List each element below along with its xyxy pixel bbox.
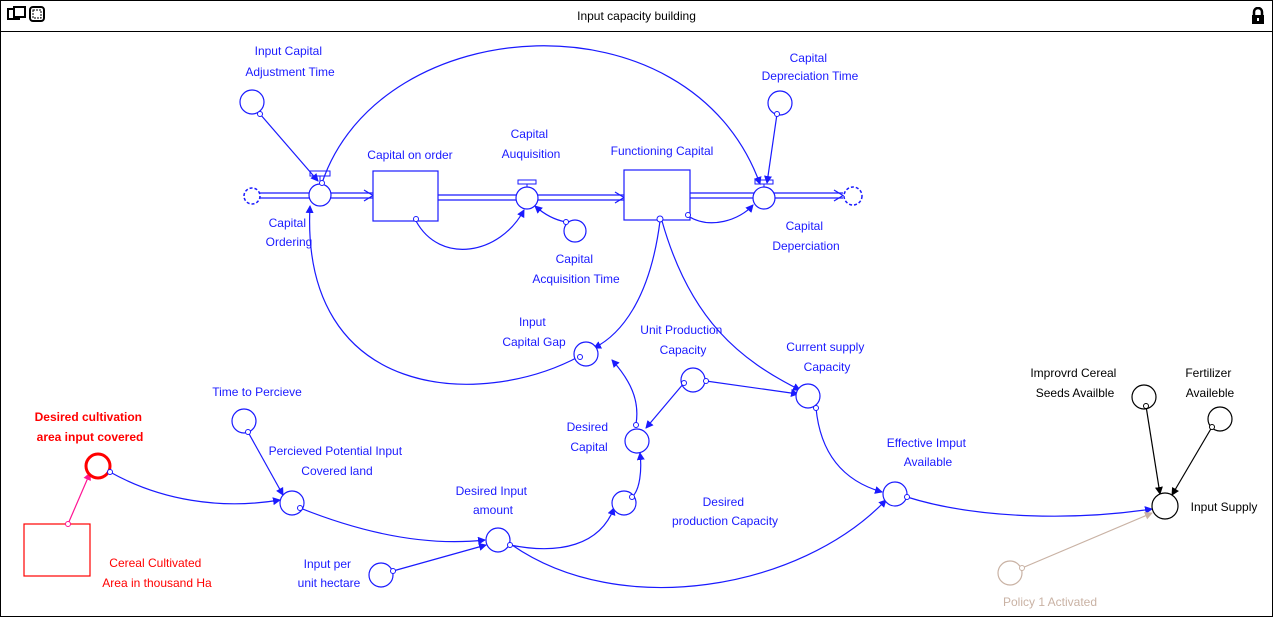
label-input-per-unit-hectare: Input per unit hectare xyxy=(298,557,361,590)
aux-input-capital-adjustment-time xyxy=(239,89,265,115)
aux-capital-depreciation-time xyxy=(767,90,793,116)
aux-input-per-unit-hectare xyxy=(368,562,394,588)
stock-cereal-cultivated-area[interactable] xyxy=(23,523,91,577)
label-percieved-potential-input: Percieved Potential Input Covered land xyxy=(269,444,406,478)
label-desired-cultivation-area: Desired cultivation area input covered xyxy=(35,410,146,444)
connector-fertilizer xyxy=(1171,426,1213,496)
frame-icon[interactable] xyxy=(29,6,45,22)
aux-desired-capital xyxy=(624,428,650,454)
lock-icon[interactable] xyxy=(1251,7,1265,25)
stock-functioning-capital[interactable] xyxy=(623,169,691,221)
source-cloud-icon xyxy=(243,187,261,205)
connector-cereal-area xyxy=(67,472,91,525)
label-unit-production-capacity: Unit Production Capacity xyxy=(640,323,725,357)
aux-black-variables[interactable] xyxy=(1131,384,1233,520)
label-policy-1-activated: Policy 1 Activated xyxy=(1003,595,1097,609)
aux-input-capital-gap xyxy=(573,341,599,367)
aux-capital-acquisition-time xyxy=(563,219,587,243)
connector-seeds xyxy=(1145,405,1163,495)
sink-cloud-icon xyxy=(843,186,863,206)
valve-capital-auquisition[interactable] xyxy=(515,179,539,210)
aux-input-supply xyxy=(1151,492,1179,520)
label-desired-input-amount: Desired Input amount xyxy=(456,484,531,517)
aux-improved-cereal-seeds xyxy=(1131,384,1157,410)
label-current-supply-capacity: Current supply Capacity xyxy=(786,340,867,374)
window-title: Input capacity building xyxy=(577,9,696,23)
label-capital-deperciation: Capital Deperciation xyxy=(772,219,839,253)
label-functioning-capital: Functioning Capital xyxy=(611,144,714,158)
connector-dots xyxy=(107,111,910,574)
label-input-capital-adjustment-time: Input Capital Adjustment Time xyxy=(245,44,335,79)
aux-desired-input-amount xyxy=(485,527,511,553)
label-capital-auquisition: Capital Auquisition xyxy=(502,127,561,161)
aux-current-supply-capacity xyxy=(795,383,821,409)
label-fertilizer-available: Fertilizer Availeble xyxy=(1185,366,1234,400)
title-bar: Input capacity building xyxy=(1,1,1272,32)
aux-variables[interactable] xyxy=(231,89,908,588)
aux-percieved-potential-input xyxy=(279,490,305,516)
window-layout-icon[interactable] xyxy=(7,6,27,22)
label-capital-on-order: Capital on order xyxy=(367,148,452,162)
aux-effective-input-available xyxy=(882,481,908,507)
label-capital-depreciation-time: Capital Depreciation Time xyxy=(762,51,859,83)
valve-capital-ordering[interactable] xyxy=(308,170,332,207)
label-improved-cereal-seeds: Improvrd Cereal Seeds Availble xyxy=(1030,366,1119,400)
stock-capital-on-order[interactable] xyxy=(372,170,439,222)
label-desired-capital: Desired Capital xyxy=(567,420,612,454)
label-time-to-percieve: Time to Percieve xyxy=(212,385,302,399)
label-input-supply: Input Supply xyxy=(1191,500,1258,514)
label-capital-acquisition-time: Capital Acquisition Time xyxy=(532,252,620,286)
label-desired-production-capacity: Desired production Capacity xyxy=(672,495,778,528)
label-capital-ordering: Capital Ordering xyxy=(266,216,313,249)
aux-time-to-percieve xyxy=(231,408,257,434)
aux-unit-production-capacity xyxy=(680,367,706,393)
aux-desired-cultivation-area[interactable] xyxy=(84,452,112,480)
label-cereal-cultivated-area: Cereal Cultivated Area in thousand Ha xyxy=(102,556,212,590)
connector-policy xyxy=(1021,512,1153,569)
label-input-capital-gap: Input Capital Gap xyxy=(502,315,566,349)
aux-policy-1-activated[interactable] xyxy=(997,560,1023,586)
connectors xyxy=(109,45,1153,589)
valve-capital-deperciation[interactable] xyxy=(752,179,776,210)
label-effective-input-available: Effective Imput Available xyxy=(887,436,970,469)
